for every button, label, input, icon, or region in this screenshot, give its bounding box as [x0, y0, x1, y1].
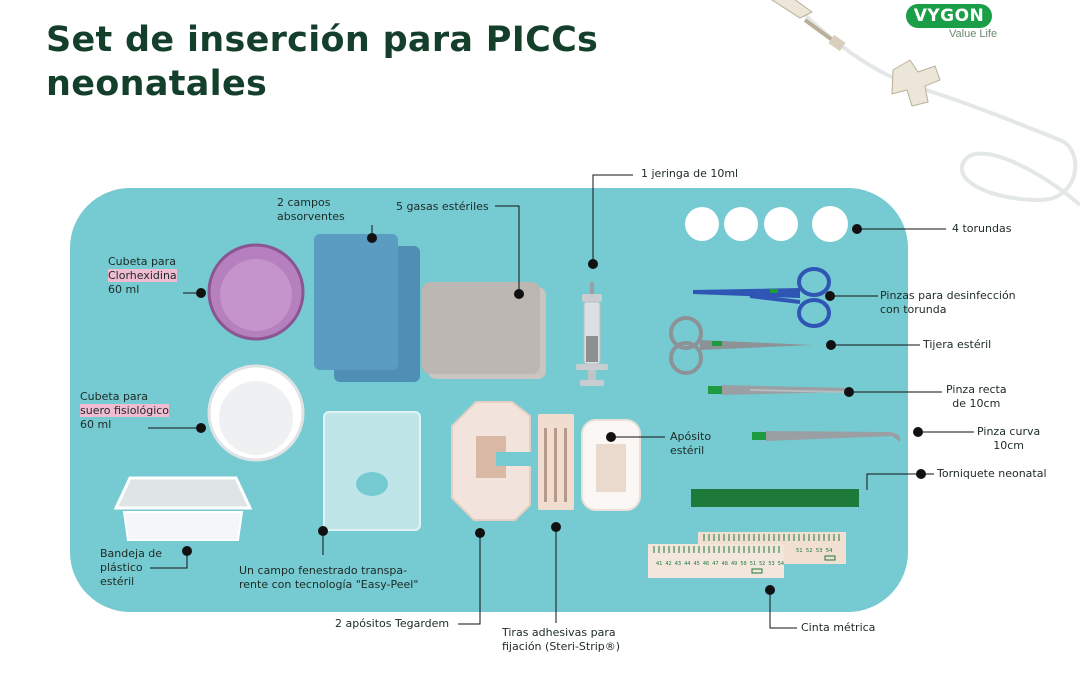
syringe: [576, 282, 608, 386]
label-tourniquet: Torniquete neonatal: [937, 467, 1047, 480]
cotton-balls: [685, 206, 848, 242]
label-clorhexidina-bowl: Cubeta para Clorhexidina 60 ml: [108, 255, 177, 296]
disinfection-forceps: [693, 267, 831, 328]
tegaderm-dressing: [451, 401, 532, 521]
label-sterile-gauze: 5 gasas estériles: [396, 200, 489, 213]
sterile-gauze: [422, 282, 546, 379]
label-disinfection-forceps: Pinzas para desinfección con torunda: [880, 289, 1016, 316]
absorbent-fields: [314, 234, 420, 382]
sterile-dressing: [581, 419, 641, 511]
leader-lines: [148, 174, 974, 629]
leader-dots: [182, 224, 926, 595]
label-suero-bowl: Cubeta para suero fisiológico 60 ml: [80, 390, 170, 431]
tourniquet: [691, 489, 859, 507]
label-plastic-tray: Bandeja de plástico estéril: [100, 547, 163, 588]
picc-catheter-illustration: [771, 0, 1080, 207]
label-measuring-tape: Cinta métrica: [801, 621, 876, 634]
clorhexidina-bowl: [207, 243, 305, 341]
vygon-logo: VYGON: [906, 4, 992, 28]
label-syringe: 1 jeringa de 10ml: [641, 167, 739, 180]
fenestrated-field: [323, 411, 421, 531]
title-line-1: Set de inserción para PICCs: [46, 20, 599, 60]
straight-forceps: [708, 385, 849, 395]
ruler-front-numbers: 41 42 43 44 45 46 47 48 49 50 51 52 53 5…: [656, 561, 784, 567]
page-title: Set de inserción para PICCs neonatales: [46, 18, 598, 106]
measuring-tape: 51 52 53 54 41 42 43 44 45 46 47 48 49 5…: [648, 532, 846, 578]
curved-forceps: [752, 431, 901, 442]
label-curved-forceps: Pinza curva 10cm: [977, 425, 1041, 452]
label-sterile-dressing: Apósito estéril: [670, 430, 712, 457]
suero-bowl: [207, 364, 305, 462]
brand-tagline: Value Life: [949, 28, 998, 40]
label-sterile-scissors: Tijera estéril: [923, 338, 992, 351]
label-absorbent-fields: 2 campos absorventes: [277, 196, 345, 223]
label-straight-forceps: Pinza recta de 10cm: [946, 383, 1007, 410]
ruler-back-numbers: 51 52 53 54: [796, 548, 833, 554]
label-steri-strips: Tiras adhesivas para fijación (Steri-Str…: [502, 626, 621, 653]
label-fenestrated-field: Un campo fenestrado transpa- rente con t…: [239, 564, 419, 591]
sterile-scissors: [669, 316, 812, 375]
plastic-tray: [113, 476, 253, 541]
label-cotton-balls: 4 torundas: [952, 222, 1012, 235]
title-line-2: neonatales: [46, 64, 268, 104]
steri-strips: [538, 414, 574, 510]
label-tegaderm: 2 apósitos Tegardem: [335, 617, 450, 630]
